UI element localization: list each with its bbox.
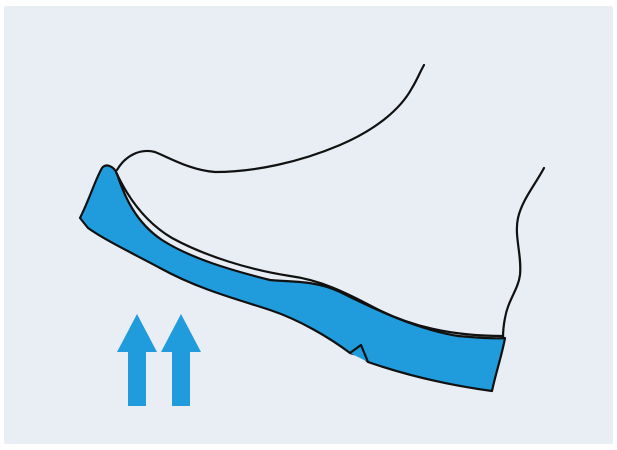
up-arrow-icon — [161, 314, 201, 406]
shoe-upper-top — [117, 65, 424, 172]
up-arrow-right — [161, 314, 201, 406]
up-arrow-icon — [117, 314, 157, 406]
shoe-heel-back — [503, 168, 544, 338]
up-arrow-left — [117, 314, 157, 406]
